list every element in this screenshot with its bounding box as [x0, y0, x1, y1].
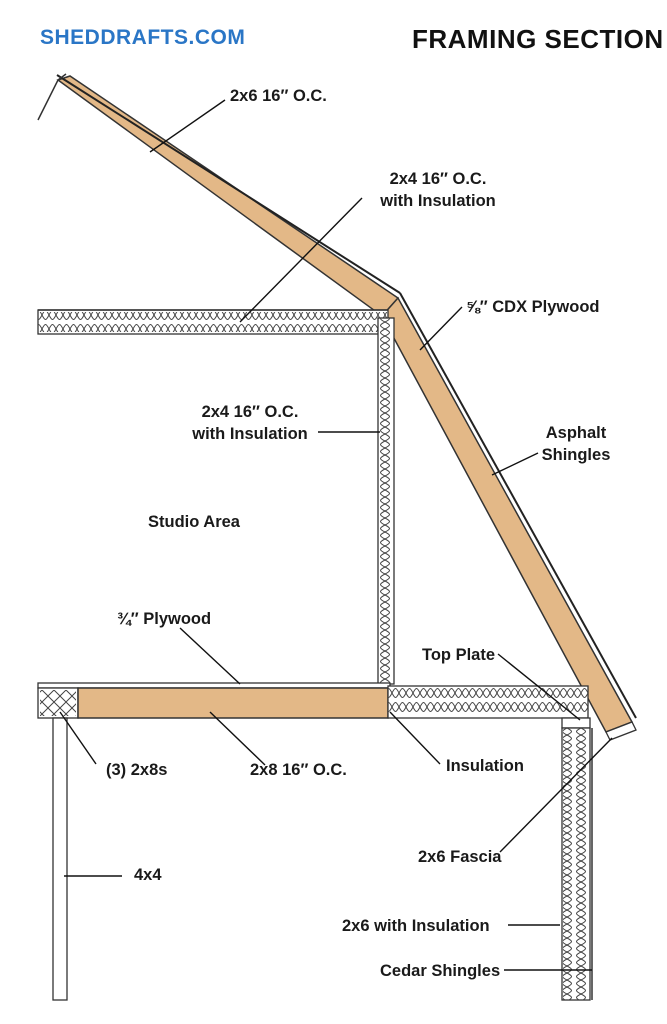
- ridge-edge: [37, 73, 67, 121]
- knee-wall-insulation: [379, 318, 393, 684]
- label-lower-wall: 2x6 with Insulation: [342, 917, 490, 935]
- lower-wall-insulation: [563, 728, 589, 1000]
- logo: SHEDDRAFTS.COM: [40, 26, 246, 49]
- ceiling-insulation: [38, 312, 388, 332]
- label-ceiling-joist-line1: 2x4 16″ O.C.: [390, 170, 487, 188]
- lower-roof-shingles: [399, 292, 637, 719]
- label-knee-wall-line1: 2x4 16″ O.C.: [202, 403, 299, 421]
- leader-insulation: [389, 711, 441, 765]
- label-post: 4x4: [134, 866, 162, 884]
- label-insulation: Insulation: [446, 757, 524, 775]
- leader-floor-joist: [209, 711, 266, 766]
- page-title: FRAMING SECTION: [412, 24, 664, 54]
- leader-subfloor: [179, 627, 241, 685]
- leader-roof-sheathing: [419, 306, 463, 351]
- leader-beam: [59, 711, 97, 765]
- label-roofing-line1: Asphalt: [546, 424, 607, 442]
- leader-upper-rafter: [149, 99, 226, 153]
- lower-rafter: [381, 296, 634, 733]
- label-beam: (3) 2x8s: [106, 761, 167, 779]
- beam-hatch: [40, 690, 76, 716]
- label-studio-area: Studio Area: [148, 513, 241, 531]
- label-roof-sheathing: ⅝″ CDX Plywood: [466, 298, 600, 316]
- leader-roofing: [491, 452, 539, 476]
- post-4x4: [52, 717, 68, 1001]
- leader-ceiling-joist: [239, 197, 363, 323]
- label-siding: Cedar Shingles: [380, 962, 500, 980]
- label-roofing-line2: Shingles: [542, 446, 611, 464]
- label-fascia: 2x6 Fascia: [418, 848, 502, 866]
- top-plate: [561, 717, 591, 729]
- label-subfloor: ¾″ Plywood: [117, 610, 211, 628]
- label-floor-joist: 2x8 16″ O.C.: [250, 761, 347, 779]
- fascia-board: [605, 721, 637, 741]
- label-top-plate: Top Plate: [422, 646, 495, 664]
- label-upper-rafter: 2x6 16″ O.C.: [230, 87, 327, 105]
- leader-fascia: [499, 737, 613, 853]
- upper-roof-shingles: [56, 74, 401, 294]
- floor-insulation: [388, 688, 588, 716]
- label-ceiling-joist-line2: with Insulation: [379, 192, 496, 210]
- upper-rafter: [56, 75, 400, 318]
- floor-joist: [77, 687, 389, 719]
- leader-top-plate: [497, 653, 581, 721]
- label-knee-wall-line2: with Insulation: [191, 425, 308, 443]
